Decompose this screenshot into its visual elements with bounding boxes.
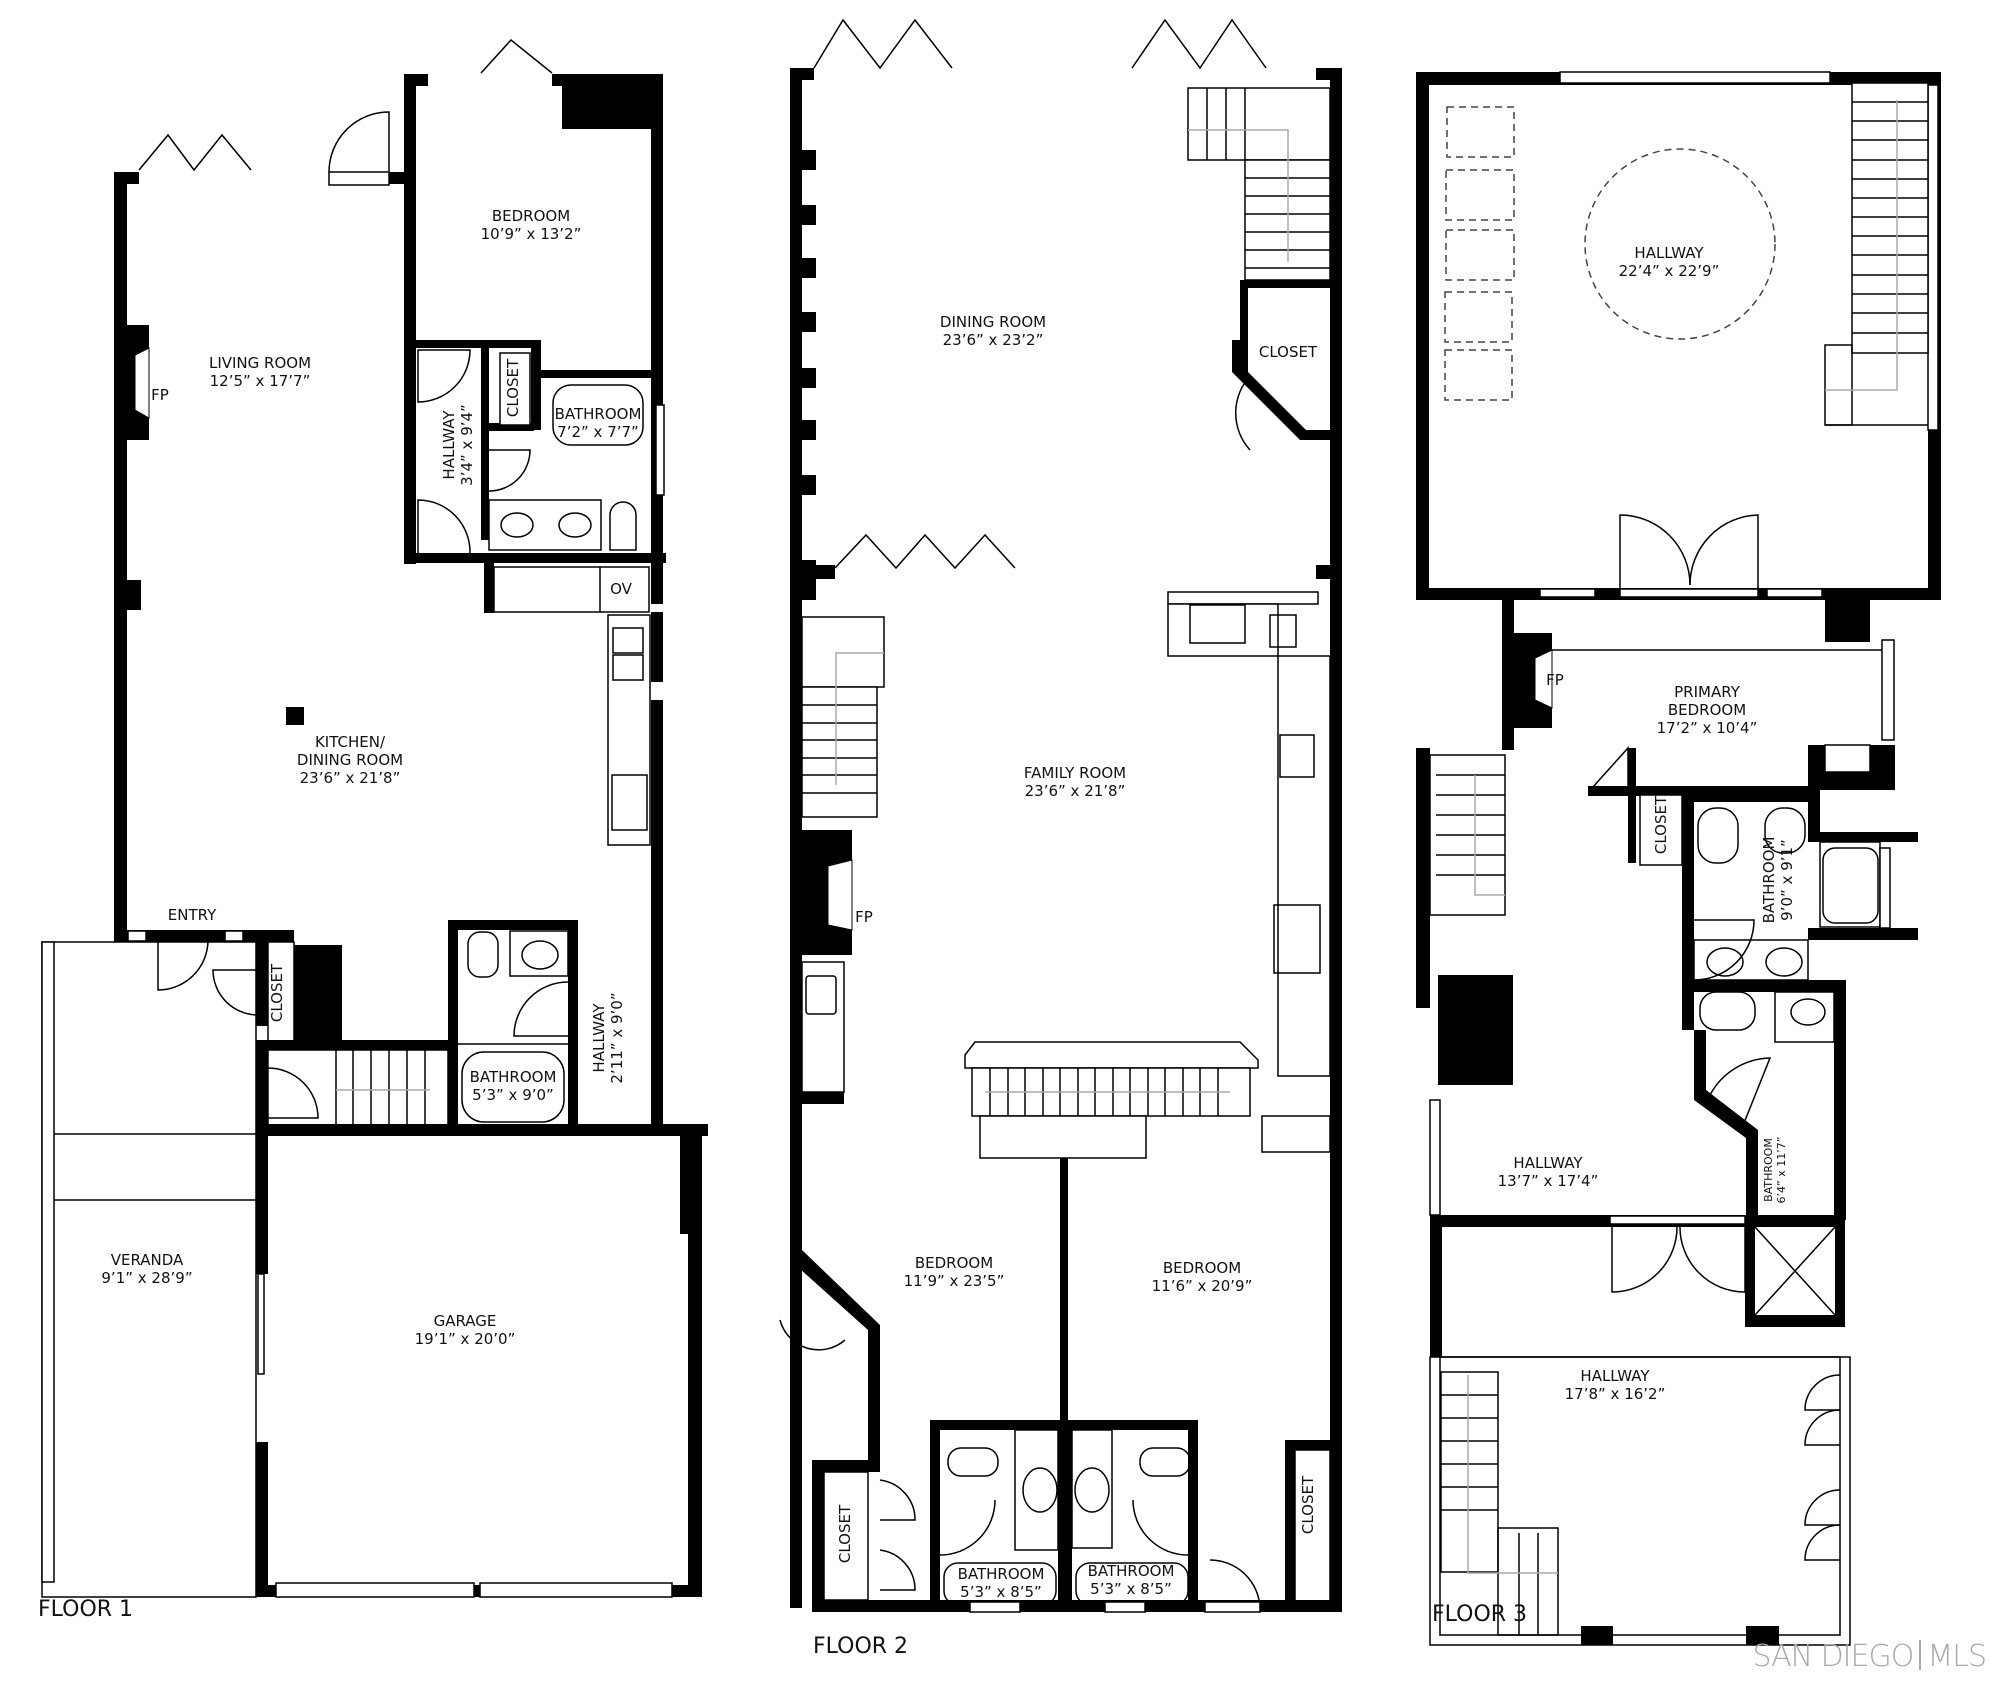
room-label-f3-closet: CLOSET — [1652, 795, 1670, 855]
floor-1-label: FLOOR 1 — [38, 1597, 134, 1622]
floor-2-plan — [779, 18, 1342, 1613]
room-label-f1-closet-entry: CLOSET — [268, 963, 286, 1023]
watermark-separator — [1919, 1640, 1922, 1670]
fireplace-label-f3: FP — [1546, 671, 1564, 689]
fireplace-label-f1: FP — [151, 386, 169, 404]
floor-3-plan — [1416, 71, 1941, 1646]
room-label-f2-closet-top: CLOSET — [1258, 343, 1318, 361]
floor-2-label: FLOOR 2 — [813, 1634, 909, 1659]
floor-1-plan — [41, 38, 708, 1598]
room-label-f1-entry: ENTRY — [167, 906, 217, 924]
appliance-label-oven: OV — [610, 580, 632, 598]
floor-3-label: FLOOR 3 — [1432, 1602, 1528, 1627]
room-label-f2-closet-right: CLOSET — [1299, 1475, 1317, 1535]
fireplace-label-f2: FP — [855, 908, 873, 926]
room-label-f2-closet-left: CLOSET — [836, 1504, 854, 1564]
room-label-f1-closet: CLOSET — [504, 358, 522, 418]
